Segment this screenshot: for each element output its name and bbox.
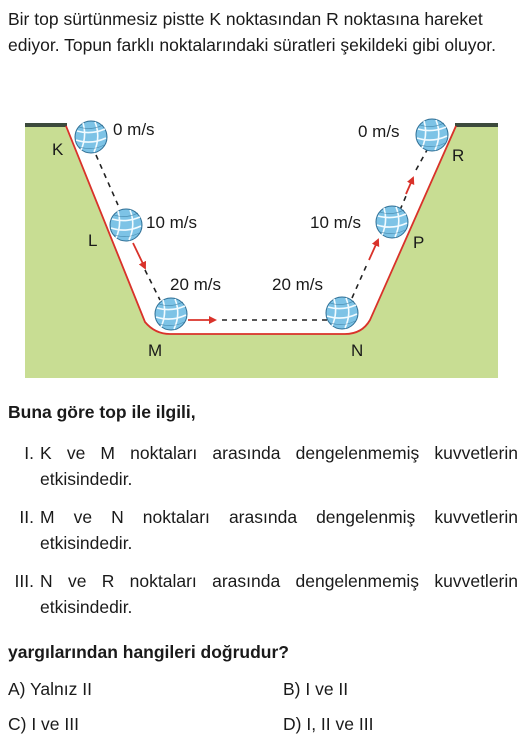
option-d[interactable]: D) I, II ve III bbox=[283, 714, 374, 734]
speed-label-p: 10 m/s bbox=[310, 213, 361, 232]
ball-n-icon bbox=[325, 296, 359, 330]
statement-text: K ve M noktaları arasında dengelenmemiş … bbox=[40, 443, 518, 489]
path-p-r-arrow bbox=[405, 176, 415, 195]
speed-label-r: 0 m/s bbox=[358, 122, 400, 141]
ball-m-icon bbox=[154, 297, 188, 331]
statements-lead: Buna göre top ile ilgili, bbox=[8, 402, 196, 422]
point-label-m: M bbox=[148, 341, 162, 360]
option-b[interactable]: B) I ve II bbox=[283, 679, 349, 699]
point-label-k: K bbox=[52, 140, 64, 159]
statement-text: N ve R noktaları arasında dengelenmemiş … bbox=[40, 571, 518, 617]
path-l-m-dash bbox=[144, 269, 161, 301]
path-n-p-dash bbox=[351, 261, 369, 299]
path-l-m bbox=[132, 242, 147, 270]
ball-l-icon bbox=[109, 208, 143, 242]
point-label-p: P bbox=[413, 233, 424, 252]
statement-number: III. bbox=[14, 571, 34, 591]
ball-k-icon bbox=[74, 120, 108, 154]
question-intro: Bir top sürtünmesiz pistte K noktasından… bbox=[8, 9, 496, 55]
option-a[interactable]: A) Yalnız II bbox=[8, 679, 92, 699]
track-figure: K L M N P R 0 m/s 10 m/s 20 m/s 20 m/s 1… bbox=[25, 118, 498, 378]
option-c[interactable]: C) I ve III bbox=[8, 714, 79, 734]
path-n-p-arrow bbox=[368, 238, 380, 261]
point-label-n: N bbox=[351, 341, 363, 360]
statement-number: II. bbox=[19, 507, 34, 527]
ball-p-icon bbox=[375, 205, 409, 239]
track-line bbox=[65, 125, 457, 335]
question-prompt: yargılarından hangileri doğrudur? bbox=[8, 642, 289, 662]
statement-text: M ve N noktaları arasında dengelenmiş ku… bbox=[40, 507, 518, 553]
speed-label-n: 20 m/s bbox=[272, 275, 323, 294]
statement-number: I. bbox=[24, 443, 34, 463]
speed-label-k: 0 m/s bbox=[113, 120, 155, 139]
track-rail bbox=[68, 127, 452, 332]
ball-r-icon bbox=[415, 118, 449, 152]
speed-label-l: 10 m/s bbox=[146, 213, 197, 232]
speed-label-m: 20 m/s bbox=[170, 275, 221, 294]
point-label-l: L bbox=[88, 231, 97, 250]
path-r-dash bbox=[415, 149, 428, 171]
point-label-r: R bbox=[452, 146, 464, 165]
path-p-r-dash bbox=[399, 195, 407, 211]
ground-terrain bbox=[25, 126, 498, 378]
